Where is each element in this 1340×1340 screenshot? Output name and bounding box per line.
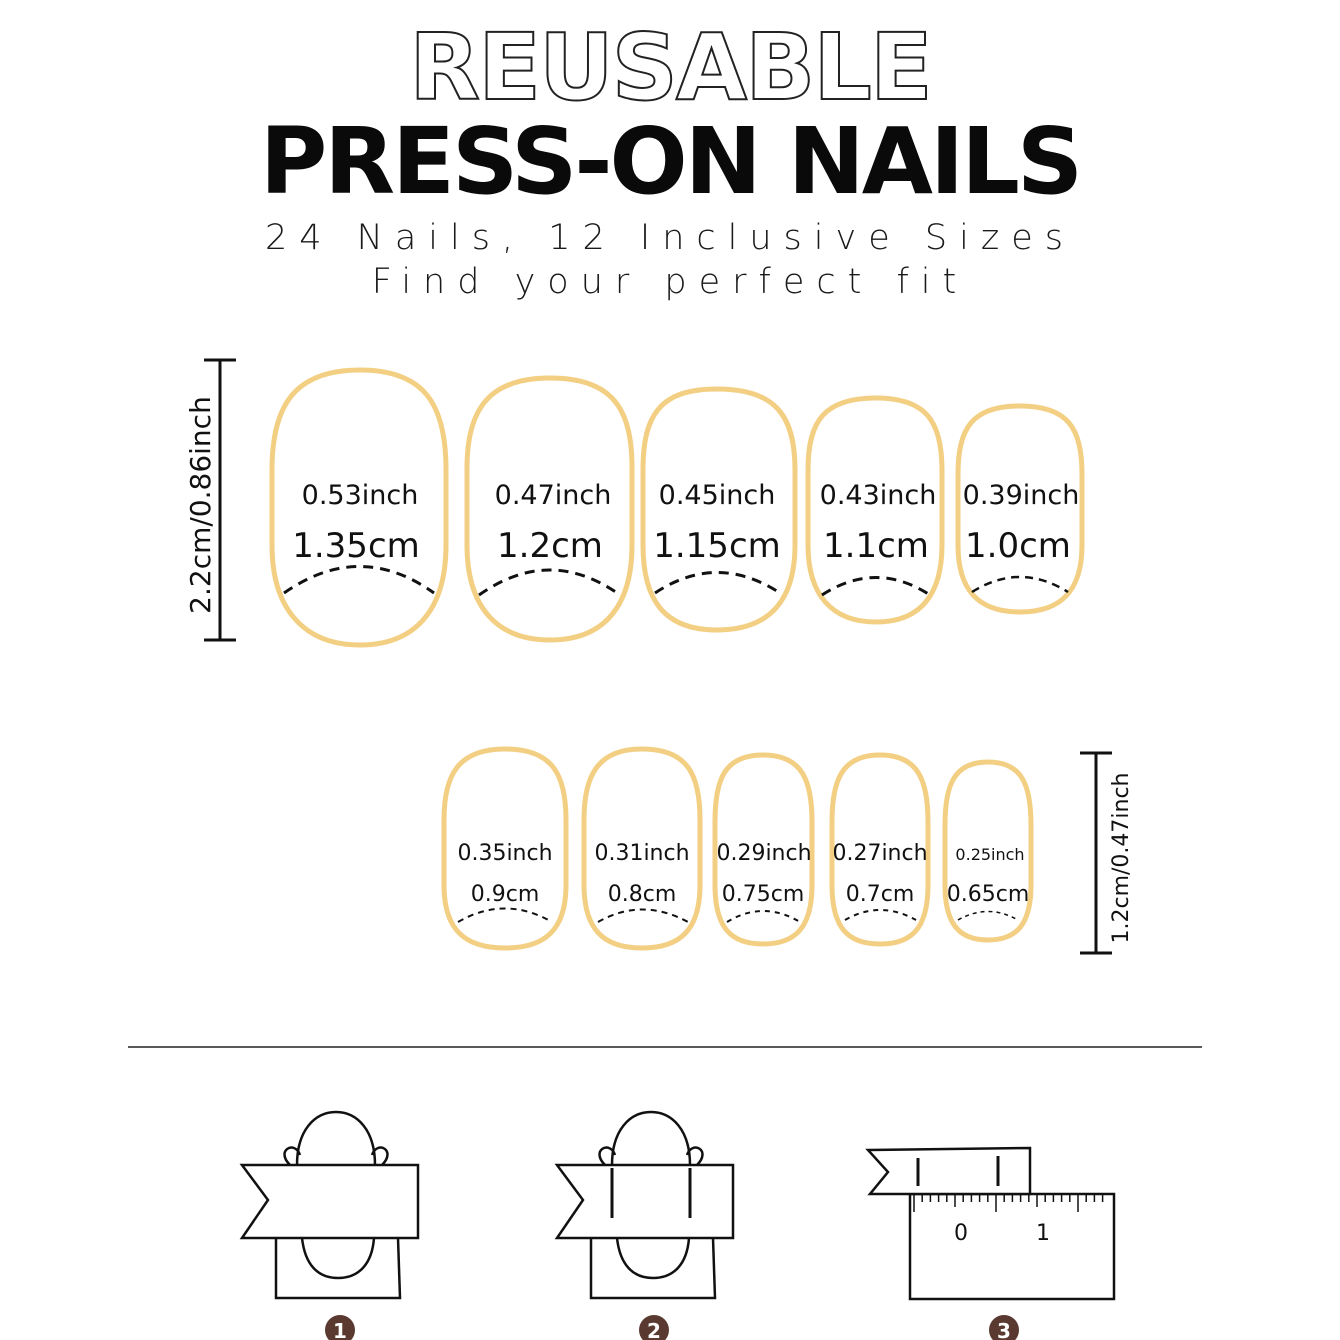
step-3-illustration [865,1146,1116,1301]
small-scale-label: 1.2cm/0.47inch [1109,772,1134,943]
nail-size-inch: 0.45inch [659,480,776,511]
nail-size-inch: 0.35inch [457,841,552,866]
nail-size-cm: 0.65cm [947,882,1030,907]
large-nail-3: 0.45inch 1.15cm [640,386,798,633]
large-nail-4: 0.43inch 1.1cm [805,395,945,625]
ruler-label-1: 1 [1036,1221,1050,1246]
svg-text:2: 2 [647,1319,661,1340]
title-press-on-nails: PRESS-ON NAILS [259,108,1083,215]
large-scale-bar [204,358,236,642]
small-scale-bar [1080,751,1112,955]
large-nail-2: 0.47inch 1.2cm [464,375,635,643]
subtitle-fit: Find your perfect fit [371,262,969,302]
nail-size-cm: 0.75cm [722,882,805,907]
small-nail-1: 0.35inch 0.9cm [441,746,569,951]
svg-text:3: 3 [997,1319,1011,1340]
nail-size-inch: 0.31inch [594,841,689,866]
step-2-badge: 2 [639,1315,669,1340]
large-nail-5: 0.39inch 1.0cm [955,403,1085,615]
ruler-label-0: 0 [954,1221,968,1246]
nail-size-cm: 0.9cm [471,882,540,907]
nail-size-inch: 0.47inch [495,480,612,511]
small-nail-4: 0.27inch 0.7cm [829,752,931,947]
step-2-illustration [554,1110,735,1300]
nail-size-inch: 0.43inch [820,480,937,511]
nail-size-inch: 0.53inch [302,480,419,511]
nail-size-inch: 0.27inch [832,841,927,866]
title-reusable: REUSABLE [408,14,933,121]
nail-size-cm: 0.8cm [608,882,677,907]
large-scale-label: 2.2cm/0.86inch [184,396,217,614]
step-3-badge: 3 [989,1315,1019,1340]
nail-size-cm: 1.2cm [497,526,603,566]
nail-size-cm: 1.15cm [653,526,781,566]
nail-size-inch: 0.39inch [963,480,1080,511]
nail-size-inch: 0.25inch [955,845,1024,864]
small-nail-2: 0.31inch 0.8cm [581,746,703,951]
small-nail-3: 0.29inch 0.75cm [712,752,815,947]
step-1-badge: 1 [325,1315,355,1340]
svg-text:1: 1 [333,1319,347,1340]
nail-size-cm: 0.7cm [846,882,915,907]
large-nail-1: 0.53inch 1.35cm [269,367,449,648]
nail-size-cm: 1.1cm [823,526,929,566]
nail-size-cm: 1.35cm [292,526,420,566]
subtitle-sizes: 24 Nails, 12 Inclusive Sizes [265,218,1075,258]
nail-size-inch: 0.29inch [716,841,811,866]
step-1-illustration [239,1110,420,1300]
nail-size-cm: 1.0cm [965,526,1071,566]
small-nail-5: 0.25inch 0.65cm [942,759,1034,943]
